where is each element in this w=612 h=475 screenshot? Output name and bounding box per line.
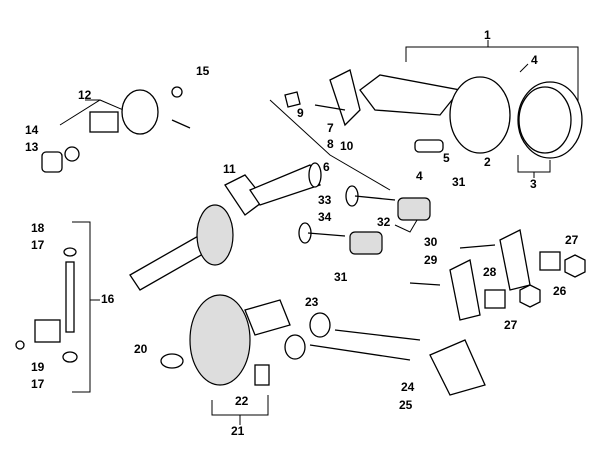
callout-31: 31 — [452, 175, 466, 189]
callout-29: 29 — [424, 253, 438, 267]
callout-11: 11 — [223, 162, 236, 176]
callout-6: 6 — [323, 160, 330, 174]
callout-28: 28 — [483, 265, 497, 279]
callout-22: 22 — [235, 394, 249, 408]
callout-26: 26 — [553, 284, 567, 298]
callout-27b: 27 — [504, 318, 518, 332]
callout-20: 20 — [134, 342, 148, 356]
crankshaft — [129, 162, 322, 291]
callout-30: 30 — [424, 235, 438, 249]
callout-33: 33 — [318, 193, 332, 207]
callout-21: 21 — [231, 424, 245, 438]
governor-parts — [15, 86, 191, 363]
callout-17b: 17 — [31, 377, 45, 391]
callout-34: 34 — [318, 210, 332, 224]
callout-17: 17 — [31, 238, 45, 252]
callout-2: 2 — [484, 155, 491, 169]
callout-1: 1 — [484, 28, 491, 42]
callout-25: 25 — [399, 398, 413, 412]
callout-14: 14 — [25, 123, 39, 137]
piston-assembly — [284, 69, 583, 159]
callout-24: 24 — [401, 380, 415, 394]
callout-31b: 31 — [334, 270, 348, 284]
leader-lines — [59, 40, 579, 425]
callout-15: 15 — [196, 64, 210, 78]
valves — [298, 185, 431, 255]
callout-10: 10 — [340, 139, 354, 153]
rocker-arms — [409, 229, 586, 321]
callout-32: 32 — [377, 215, 391, 229]
callout-4b: 4 — [416, 169, 423, 183]
callout-8: 8 — [327, 137, 334, 151]
callout-3: 3 — [530, 177, 537, 191]
callout-13: 13 — [25, 140, 39, 154]
callout-12: 12 — [78, 88, 92, 102]
callout-16: 16 — [101, 292, 115, 306]
camshaft — [160, 294, 486, 396]
callout-27: 27 — [565, 233, 579, 247]
callout-4: 4 — [531, 53, 538, 67]
callout-19: 19 — [31, 360, 45, 374]
callout-7: 7 — [327, 121, 334, 135]
callout-5: 5 — [443, 151, 450, 165]
callout-18: 18 — [31, 221, 45, 235]
callout-9: 9 — [297, 106, 304, 120]
callout-23: 23 — [305, 295, 319, 309]
